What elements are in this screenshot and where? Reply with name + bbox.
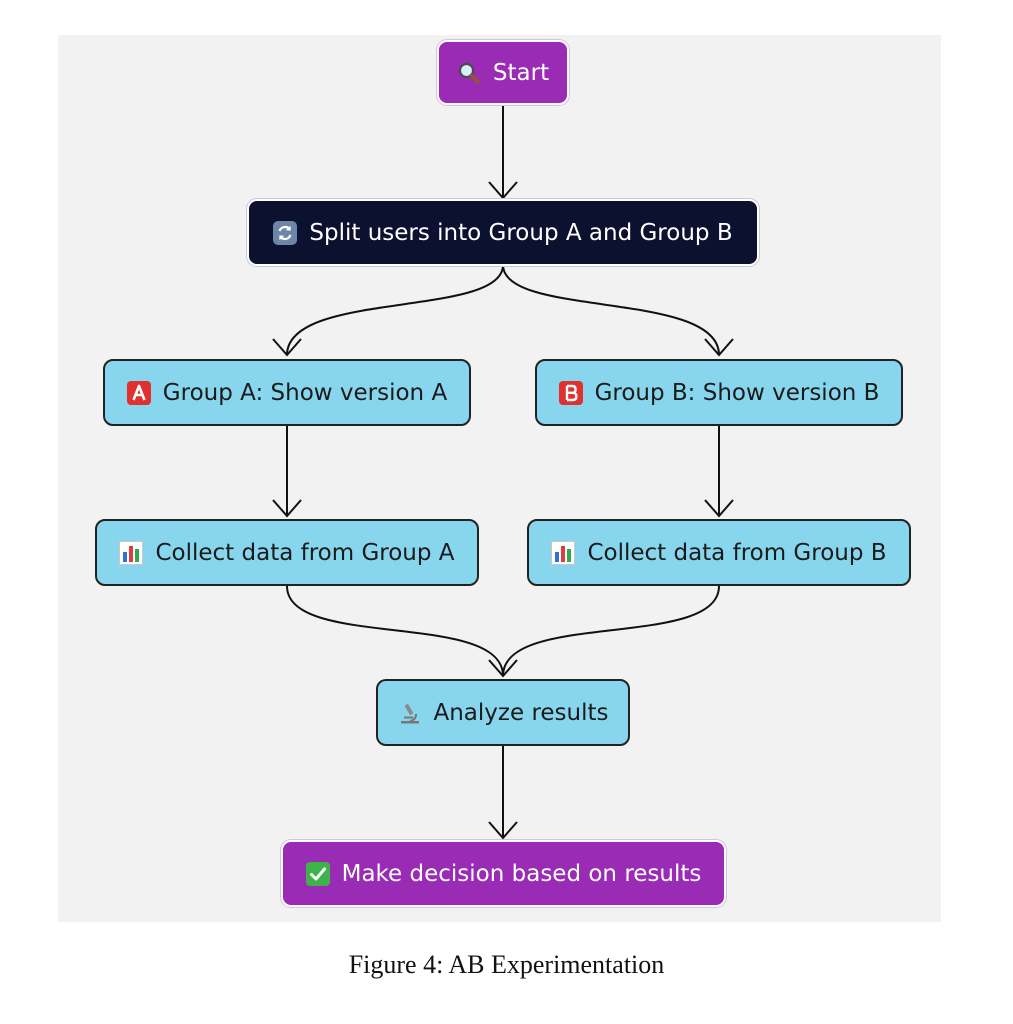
node-decision-label: Make decision based on results [341, 860, 702, 887]
edge-collect-a-to-analyze [286, 585, 504, 677]
node-analyze-label: Analyze results [433, 699, 609, 726]
diagram-background [58, 35, 941, 922]
arrowhead-decision [488, 821, 518, 840]
node-start-label: Start [492, 59, 550, 86]
arrowhead-analyze [488, 659, 518, 678]
node-group-a-label: Group A: Show version A [162, 379, 448, 406]
node-analyze: Analyze results [376, 679, 630, 746]
bar-chart-icon [551, 540, 576, 565]
refresh-icon [273, 220, 298, 245]
letter-a-icon [126, 380, 151, 405]
arrowhead-split [488, 181, 518, 200]
node-split-label: Split users into Group A and Group B [309, 219, 733, 246]
letter-b-icon [558, 380, 583, 405]
node-collect-b: Collect data from Group B [527, 519, 911, 586]
magnifier-icon [457, 61, 481, 85]
node-collect-a: Collect data from Group A [95, 519, 479, 586]
node-group-b: Group B: Show version B [535, 359, 903, 426]
node-collect-a-label: Collect data from Group A [155, 539, 455, 566]
figure-caption: Figure 4: AB Experimentation [348, 950, 665, 979]
arrowhead-group-a [272, 338, 302, 357]
edge-split-to-group-b [502, 264, 720, 356]
arrowhead-group-b [704, 338, 734, 357]
edge-collect-b-to-analyze [502, 585, 720, 677]
node-split: Split users into Group A and Group B [247, 199, 759, 266]
node-start: Start [437, 40, 569, 105]
node-group-b-label: Group B: Show version B [594, 379, 880, 406]
arrowhead-collect-a [272, 499, 302, 518]
checkmark-icon [305, 861, 330, 886]
arrowhead-collect-b [704, 499, 734, 518]
node-decision: Make decision based on results [281, 840, 726, 907]
edge-split-to-group-a [286, 264, 504, 356]
node-group-a: Group A: Show version A [103, 359, 471, 426]
microscope-icon [398, 701, 422, 725]
bar-chart-icon [119, 540, 144, 565]
node-collect-b-label: Collect data from Group B [587, 539, 887, 566]
